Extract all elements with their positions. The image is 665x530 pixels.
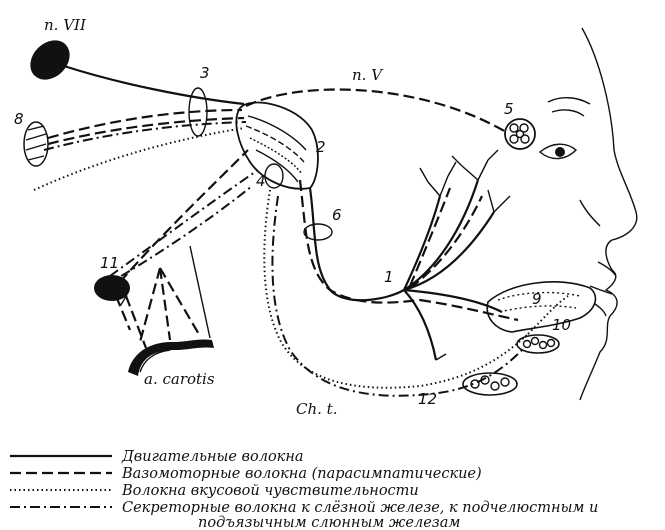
label-2: 2 [316, 138, 326, 156]
label-11: 11 [100, 254, 119, 272]
label-6: 6 [332, 206, 342, 224]
label-carotis: a. carotis [144, 370, 215, 388]
legend: Двигательные волокна Вазомоторные волокн… [10, 449, 598, 530]
label-12: 12 [418, 390, 437, 408]
lacrimal-gland [504, 118, 536, 150]
geniculate-ganglion [235, 101, 319, 190]
ring-6 [303, 223, 333, 241]
label-1: 1 [384, 268, 394, 286]
face-profile [538, 27, 638, 401]
label-chorda-tympani: Ch. t. [296, 400, 337, 418]
label-5: 5 [504, 100, 514, 118]
label-8: 8 [14, 110, 24, 128]
sublingual-gland [516, 334, 560, 354]
nucleus-n-vii [30, 40, 70, 80]
label-7: 7 [118, 292, 128, 310]
nucleus-8-hatching [25, 125, 47, 161]
ganglion-4 [264, 163, 284, 189]
submandibular-gland [462, 372, 518, 396]
legend-text-vasomotor: Вазомоторные волокна (парасимпатические) [121, 466, 482, 482]
label-4: 4 [256, 172, 266, 190]
label-n-vii: n. VII [44, 16, 87, 34]
legend-text-secretory: Секреторные волокна к слёзной железе, к … [122, 500, 598, 516]
label-9: 9 [532, 290, 542, 308]
secretory-fibres [43, 121, 523, 397]
carotid-branch-lines [138, 245, 211, 343]
legend-text-taste: Волокна вкусовой чувствительности [121, 483, 419, 499]
taste-fibres [33, 127, 569, 389]
label-n-v: n. V [352, 66, 384, 84]
vasomotor-fibres [47, 88, 519, 349]
carotid-artery [128, 339, 214, 376]
label-3: 3 [200, 64, 210, 82]
label-10: 10 [552, 316, 571, 334]
legend-text-motor: Двигательные волокна [121, 449, 304, 465]
legend-text-secretory-cont: подъязычным слюнным железам [198, 515, 460, 530]
